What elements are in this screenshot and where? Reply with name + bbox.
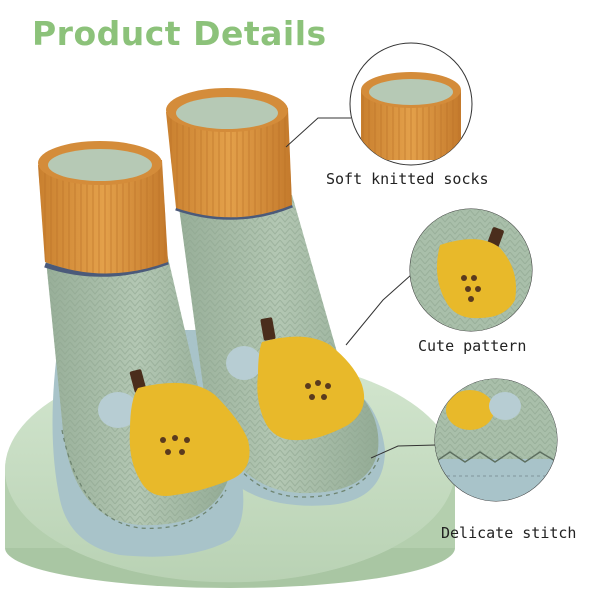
callout-label-cute-pattern: Cute pattern xyxy=(418,337,527,355)
page-title: Product Details xyxy=(32,14,327,53)
callout-zoom-pattern xyxy=(409,208,533,332)
callout-zoom-cuff xyxy=(349,42,473,166)
callout-label-soft-knitted-socks: Soft knitted socks xyxy=(326,170,489,188)
callout-label-delicate-stitch: Delicate stitch xyxy=(441,524,577,542)
callout-leader-lines xyxy=(285,117,437,459)
pear-applique-left xyxy=(98,369,250,496)
pear-applique-right xyxy=(226,317,365,441)
callout-zoom-stitch xyxy=(434,378,558,502)
